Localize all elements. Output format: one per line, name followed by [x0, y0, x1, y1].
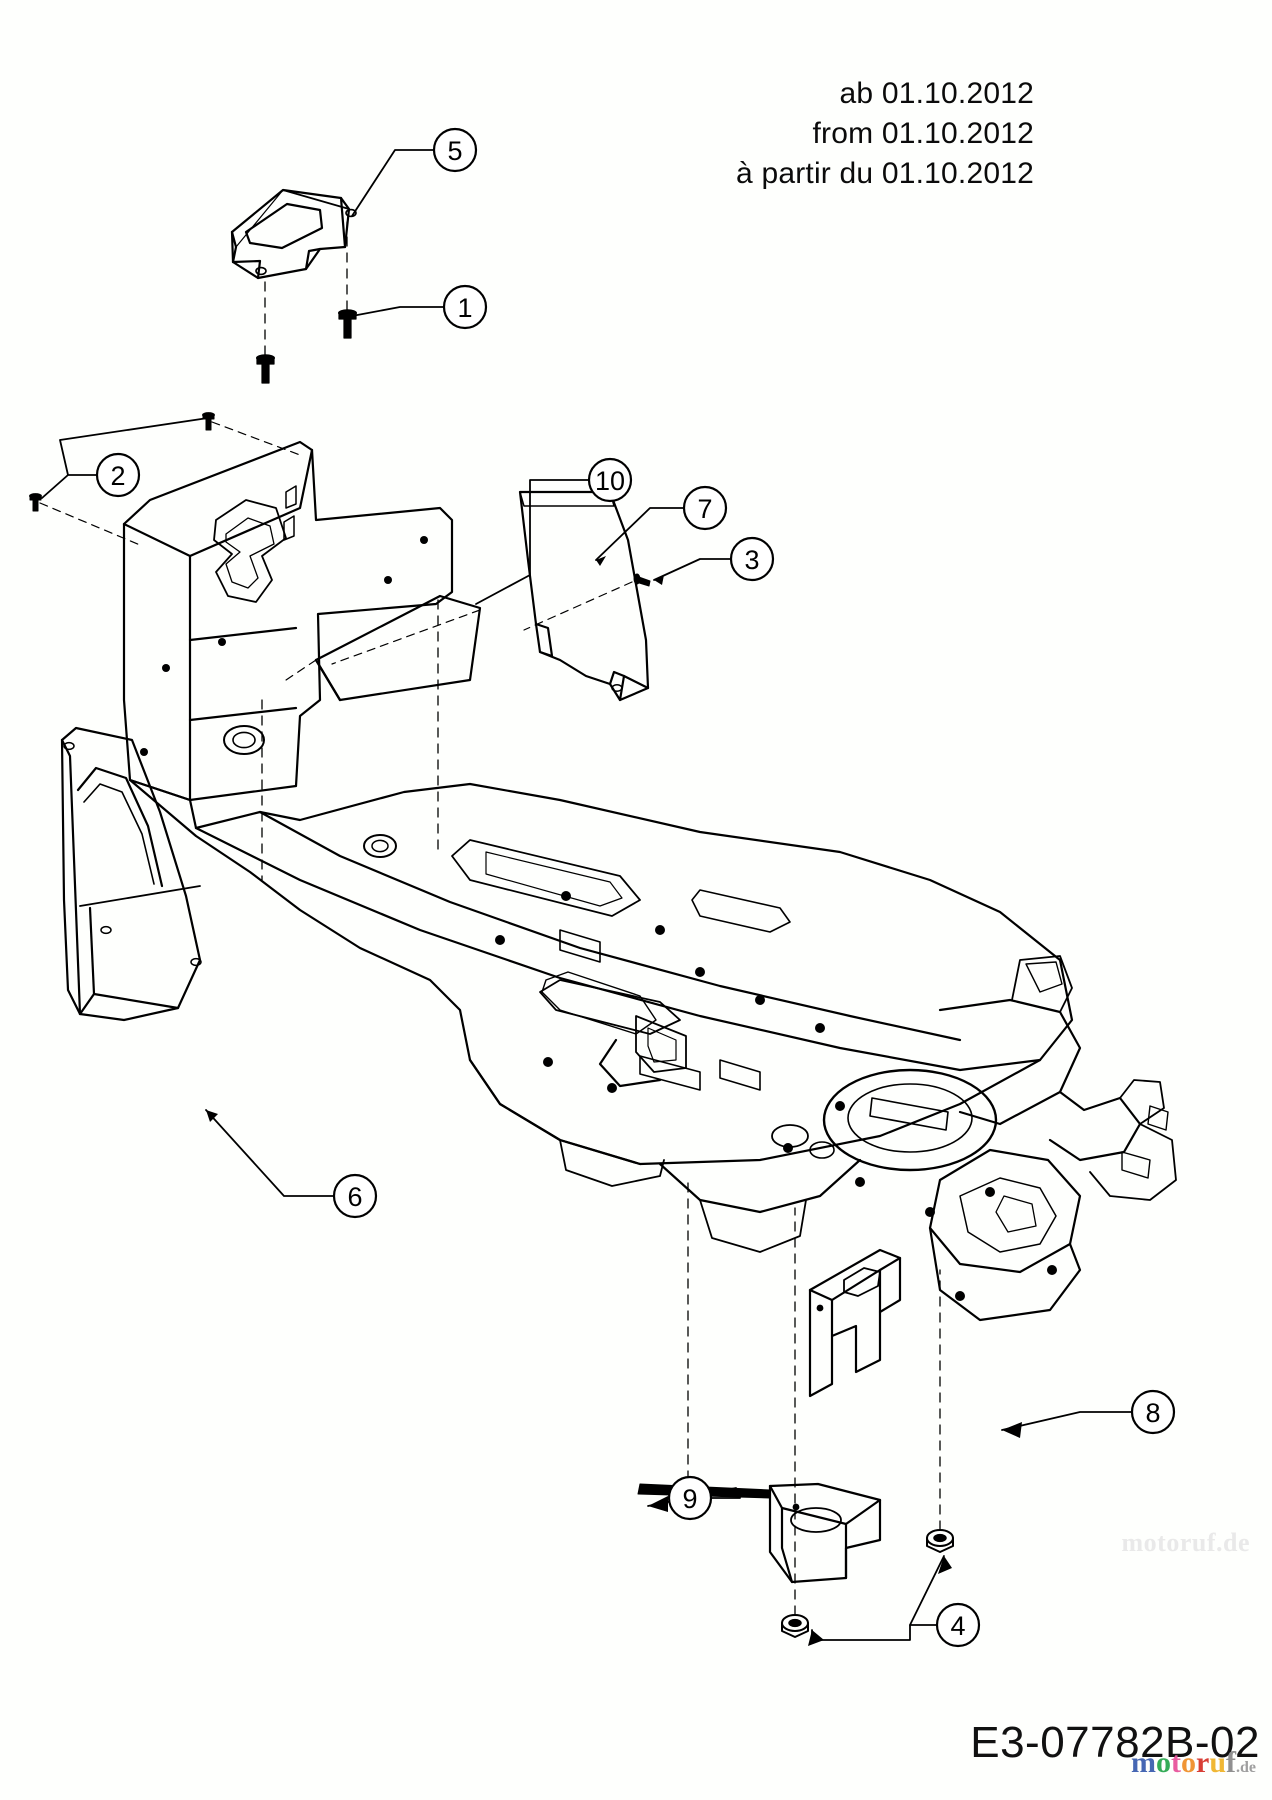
watermark-letter-o2: o [1180, 1746, 1196, 1779]
part-5-pedal-cover-bracket [230, 188, 357, 280]
leader-7 [595, 507, 685, 561]
callout-1[interactable]: 1 [442, 284, 488, 330]
motoruf-watermark: motoruf.de [1131, 1748, 1256, 1783]
callout-6-label: 6 [347, 1182, 362, 1212]
watermark-letter-o1: o [1155, 1746, 1171, 1779]
callout-8-label: 8 [1145, 1398, 1160, 1428]
watermark-letter-m: m [1130, 1746, 1156, 1779]
callout-4-label: 4 [950, 1611, 965, 1641]
leader-1 [351, 306, 445, 317]
part-1-screws [256, 309, 357, 384]
callout-6[interactable]: 6 [332, 1173, 378, 1219]
callout-2-label: 2 [110, 461, 125, 491]
callout-5-label: 5 [447, 136, 462, 166]
callout-10-label: 10 [595, 466, 625, 496]
callout-5[interactable]: 5 [432, 127, 478, 173]
callout-10[interactable]: 10 [587, 457, 633, 503]
leader-3 [653, 558, 732, 581]
part-4-lock-nuts [781, 1529, 954, 1638]
watermark-letter-f: f [1226, 1746, 1236, 1779]
callout-2[interactable]: 2 [95, 452, 141, 498]
header-line-de: ab 01.10.2012 [839, 77, 1034, 110]
part-3-screw [633, 573, 651, 587]
leader-6 [205, 1109, 335, 1197]
callout-9[interactable]: 9 [667, 1475, 713, 1521]
watermark-letter-t: t [1170, 1746, 1181, 1779]
leader-5 [351, 149, 435, 217]
part-10-frame-chassis [122, 440, 1177, 1322]
drawing-number: E3-07782B-02 [970, 1718, 1260, 1767]
callout-3[interactable]: 3 [729, 536, 775, 582]
leader-10 [475, 479, 590, 605]
part-6-side-panel-left [60, 726, 202, 1022]
faint-watermark: motoruf.de [1121, 1528, 1250, 1557]
part-8-support-bracket-right [808, 1248, 902, 1398]
header-line-fr: à partir du 01.10.2012 [736, 157, 1034, 190]
leader-2 [41, 417, 209, 499]
watermark-letter-r: r [1195, 1746, 1210, 1779]
leader-4-lower [811, 1624, 911, 1641]
callout-7[interactable]: 7 [682, 485, 728, 531]
leader-8 [1001, 1411, 1133, 1431]
callout-9-label: 9 [682, 1484, 697, 1514]
callout-8[interactable]: 8 [1130, 1389, 1176, 1435]
callout-balloons: 5 1 2 10 7 3 6 [95, 127, 1176, 1648]
callout-1-label: 1 [457, 293, 472, 323]
callout-3-label: 3 [744, 545, 759, 575]
watermark-letter-u: u [1209, 1746, 1226, 1779]
part-7-side-panel-right [518, 490, 650, 702]
callout-7-label: 7 [697, 494, 712, 524]
callout-4[interactable]: 4 [935, 1602, 981, 1648]
watermark-tld: .de [1236, 1759, 1256, 1776]
header-line-en: from 01.10.2012 [812, 117, 1034, 150]
